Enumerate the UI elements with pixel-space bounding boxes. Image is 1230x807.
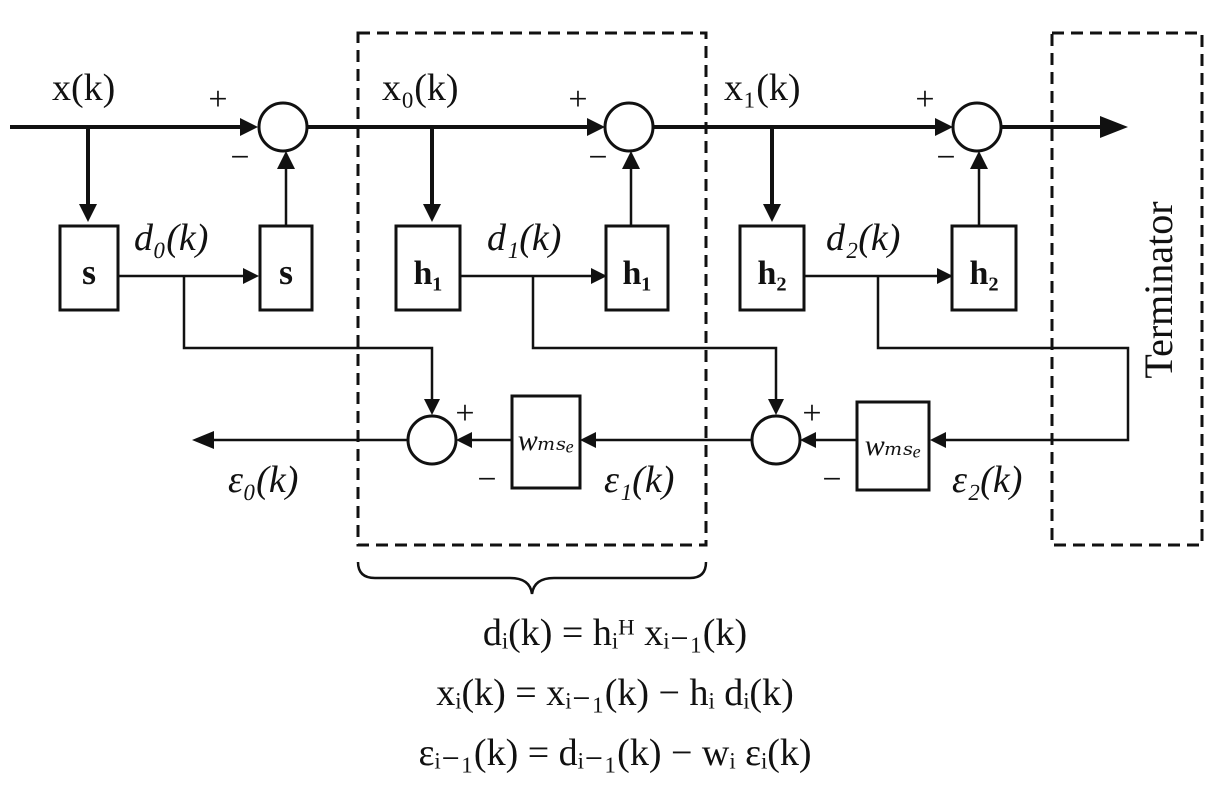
d1-feed-arrowhead	[768, 399, 784, 415]
h2-to-sum2-arrowhead	[970, 151, 988, 169]
h2-block-2-label: h₂	[969, 255, 998, 292]
x0-arrowhead	[587, 118, 605, 136]
sign-minus-e0: −	[477, 461, 496, 498]
terminator-label: Terminator	[1136, 201, 1181, 378]
tap-to-h2-arrowhead	[763, 204, 781, 222]
sign-plus-1: +	[568, 81, 587, 118]
output-arrowhead	[1100, 116, 1128, 138]
signal-e0-label: ε₀(k)	[228, 459, 298, 501]
tap-to-s-arrowhead	[79, 204, 97, 222]
sum-node-2	[953, 103, 1001, 151]
sign-plus-e1: +	[802, 395, 821, 432]
sign-minus-1: −	[588, 139, 607, 176]
x1-arrowhead	[935, 118, 953, 136]
d0-feed-arrowhead	[424, 399, 440, 415]
e0-arrowhead	[192, 431, 214, 449]
sign-plus-0: +	[208, 81, 227, 118]
h1-block-2-label: h₁	[622, 255, 651, 292]
error-sum-node-0	[408, 416, 456, 464]
sign-plus-2: +	[915, 81, 934, 118]
sign-minus-0: −	[230, 139, 249, 176]
s-block-2-label: s	[279, 252, 293, 292]
stage-brace	[358, 562, 706, 594]
w2-to-sum-arrowhead	[800, 432, 816, 448]
sign-plus-e0: +	[455, 395, 474, 432]
signal-d1-label: d₁(k)	[487, 217, 561, 259]
sign-minus-e1: −	[822, 461, 841, 498]
sign-minus-2: −	[936, 139, 955, 176]
h2-block-1-label: h₂	[757, 255, 786, 292]
s-to-sum0-arrowhead	[277, 151, 295, 169]
e1-arrowhead	[580, 432, 596, 448]
h1-to-sum1-arrowhead	[622, 151, 640, 169]
signal-x0-label: x₀(k)	[382, 67, 459, 109]
signal-e1-label: ε₁(k)	[604, 459, 674, 501]
equation-3: εᵢ₋₁(k) = dᵢ₋₁(k) − wᵢ εᵢ(k)	[0, 734, 1230, 772]
signal-x1-label: x₁(k)	[724, 67, 801, 109]
signal-d2-label: d₂(k)	[826, 217, 900, 259]
h1-block-1-label: h₁	[413, 255, 442, 292]
d2-feed-arrowhead	[930, 432, 946, 448]
input-arrowhead	[240, 118, 258, 136]
d0-arrowhead	[243, 268, 259, 284]
signal-d0-label: d₀(k)	[134, 217, 208, 259]
sum-node-0	[259, 103, 307, 151]
signal-e2-label: ε₂(k)	[952, 459, 1022, 501]
equation-2: xᵢ(k) = xᵢ₋₁(k) − hᵢ dᵢ(k)	[0, 674, 1230, 712]
signal-x-label: x(k)	[52, 67, 115, 109]
tap-to-h1-arrowhead	[423, 204, 441, 222]
w1-to-sum-arrowhead	[456, 432, 472, 448]
error-sum-node-1	[752, 416, 800, 464]
w-mse-block-1-label: wₘₛₑ	[518, 424, 574, 457]
s-block-1-label: s	[82, 252, 96, 292]
w-mse-block-2-label: wₘₛₑ	[865, 429, 921, 462]
sum-node-1	[605, 103, 653, 151]
equation-1: dᵢ(k) = hᵢᴴ xᵢ₋₁(k)	[0, 614, 1230, 652]
